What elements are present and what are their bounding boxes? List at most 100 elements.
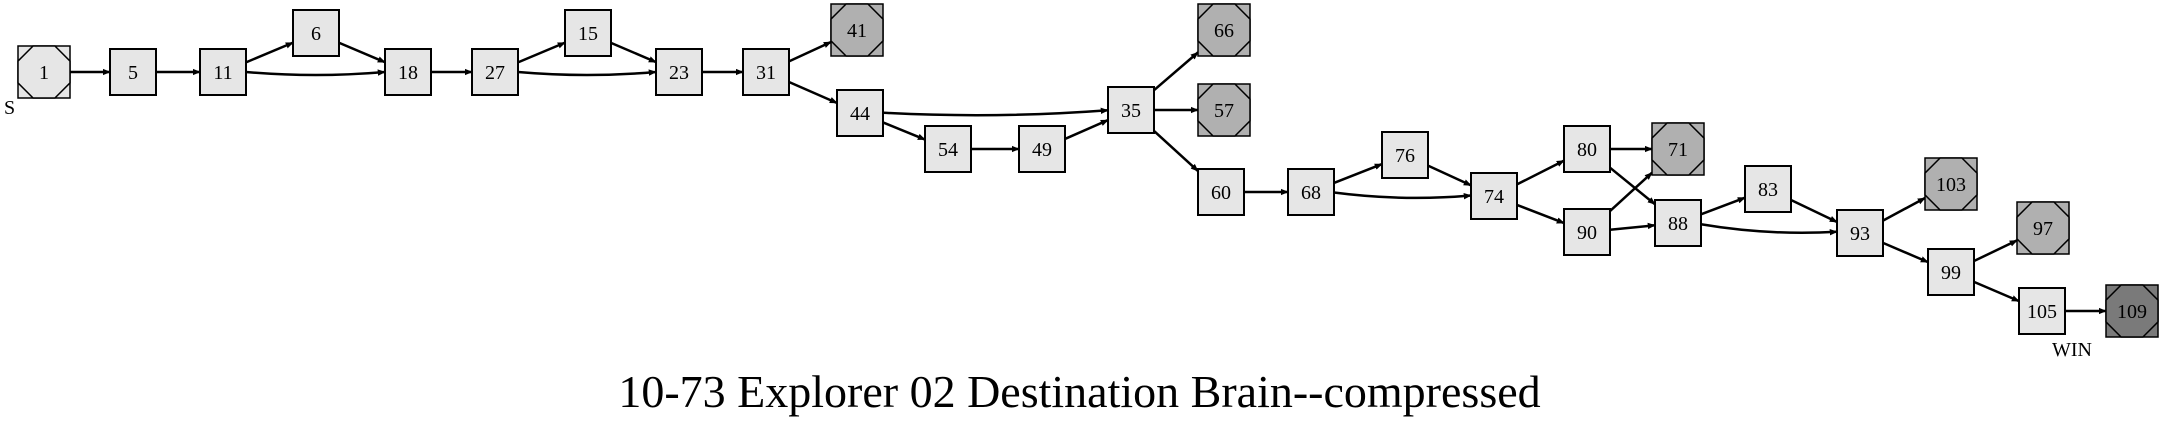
edge-68-to-74 [1333, 191, 1472, 200]
node-93: 93 [1836, 209, 1884, 257]
node-label: 18 [398, 62, 418, 84]
node-18: 18 [384, 48, 432, 96]
node-label: 68 [1301, 182, 1321, 204]
node-label: 80 [1577, 139, 1597, 161]
edge-88-to-83 [1700, 196, 1746, 216]
node-1: 1 [17, 45, 71, 99]
node-27: 27 [471, 48, 519, 96]
edge-44-to-54 [882, 121, 926, 141]
node-box [1836, 209, 1884, 257]
node-label: 71 [1668, 139, 1688, 161]
edge-93-to-99 [1882, 241, 1929, 264]
node-box [471, 48, 519, 96]
edge-6-to-18 [338, 41, 386, 64]
node-label: 27 [485, 62, 505, 84]
node-label: 1 [39, 62, 49, 84]
node-box [742, 48, 790, 96]
node-66: 66 [1197, 3, 1251, 57]
node-90: 90 [1563, 208, 1611, 256]
node-box [1381, 131, 1429, 179]
node-label: 11 [213, 62, 232, 84]
node-99: 99 [1927, 248, 1975, 296]
node-box [836, 89, 884, 137]
node-box [655, 48, 703, 96]
node-83: 83 [1744, 165, 1792, 213]
node-label: 83 [1758, 179, 1778, 201]
edge-31-to-44 [788, 80, 838, 105]
ending-octagon [1197, 3, 1251, 57]
node-97: 97 [2016, 201, 2070, 255]
edge-44-to-35 [882, 107, 1109, 117]
node-box [1927, 248, 1975, 296]
node-label: 66 [1214, 20, 1234, 42]
ending-octagon [1197, 83, 1251, 137]
edge-49-to-35 [1064, 118, 1109, 141]
node-label: 5 [128, 62, 138, 84]
edge-68-to-76 [1333, 162, 1383, 185]
node-103: 103 [1924, 157, 1978, 211]
node-box [2018, 287, 2066, 335]
edge-76-to-74 [1427, 164, 1472, 187]
win-label: WIN [2052, 339, 2092, 361]
edge-80-to-88 [1609, 166, 1656, 206]
node-box [1470, 172, 1518, 220]
diagram-title: 10-73 Explorer 02 Destination Brain--com… [618, 366, 1540, 417]
edge-27-to-15 [517, 41, 566, 64]
win-octagon [2105, 284, 2159, 338]
ending-octagon [2016, 201, 2070, 255]
node-label: 6 [311, 23, 321, 45]
node-box [564, 9, 612, 57]
node-60: 60 [1197, 168, 1245, 216]
node-71: 71 [1651, 122, 1705, 176]
node-box [109, 48, 157, 96]
edge-90-to-88 [1609, 222, 1656, 231]
node-15: 15 [564, 9, 612, 57]
node-box [1197, 168, 1245, 216]
node-box [1744, 165, 1792, 213]
node-54: 54 [924, 125, 972, 173]
edge-15-to-23 [610, 41, 657, 64]
node-49: 49 [1018, 125, 1066, 173]
node-box [1563, 208, 1611, 256]
node-label: 41 [847, 20, 867, 42]
node-68: 68 [1287, 168, 1335, 216]
ending-octagon [1651, 122, 1705, 176]
node-label: 109 [2117, 301, 2147, 323]
node-23: 23 [655, 48, 703, 96]
ending-octagon [1924, 157, 1978, 211]
node-label: 60 [1211, 182, 1231, 204]
node-label: 35 [1121, 100, 1141, 122]
edge-74-to-80 [1516, 159, 1565, 186]
node-31: 31 [742, 48, 790, 96]
edge-11-to-6 [245, 41, 294, 64]
node-105: 105 [2018, 287, 2066, 335]
edge-99-to-97 [1973, 239, 2018, 263]
node-label: 31 [756, 62, 776, 84]
node-box [384, 48, 432, 96]
node-label: 49 [1032, 139, 1052, 161]
ending-octagon [830, 3, 884, 57]
node-109: 109 [2105, 284, 2159, 338]
start-label: S [4, 97, 15, 119]
node-57: 57 [1197, 83, 1251, 137]
node-44: 44 [836, 89, 884, 137]
node-6: 6 [292, 9, 340, 57]
node-label: 99 [1941, 262, 1961, 284]
node-label: 76 [1395, 145, 1415, 167]
node-box [924, 125, 972, 173]
node-box [1654, 199, 1702, 247]
edge-99-to-105 [1973, 280, 2020, 303]
node-box [1563, 125, 1611, 173]
edge-88-to-93 [1700, 223, 1838, 236]
node-label: 90 [1577, 222, 1597, 244]
edge-35-to-60 [1153, 130, 1199, 172]
node-label: 23 [669, 62, 689, 84]
node-80: 80 [1563, 125, 1611, 173]
node-label: 44 [850, 103, 870, 125]
node-label: 88 [1668, 213, 1688, 235]
node-label: 74 [1484, 186, 1504, 208]
node-74: 74 [1470, 172, 1518, 220]
node-box [199, 48, 247, 96]
